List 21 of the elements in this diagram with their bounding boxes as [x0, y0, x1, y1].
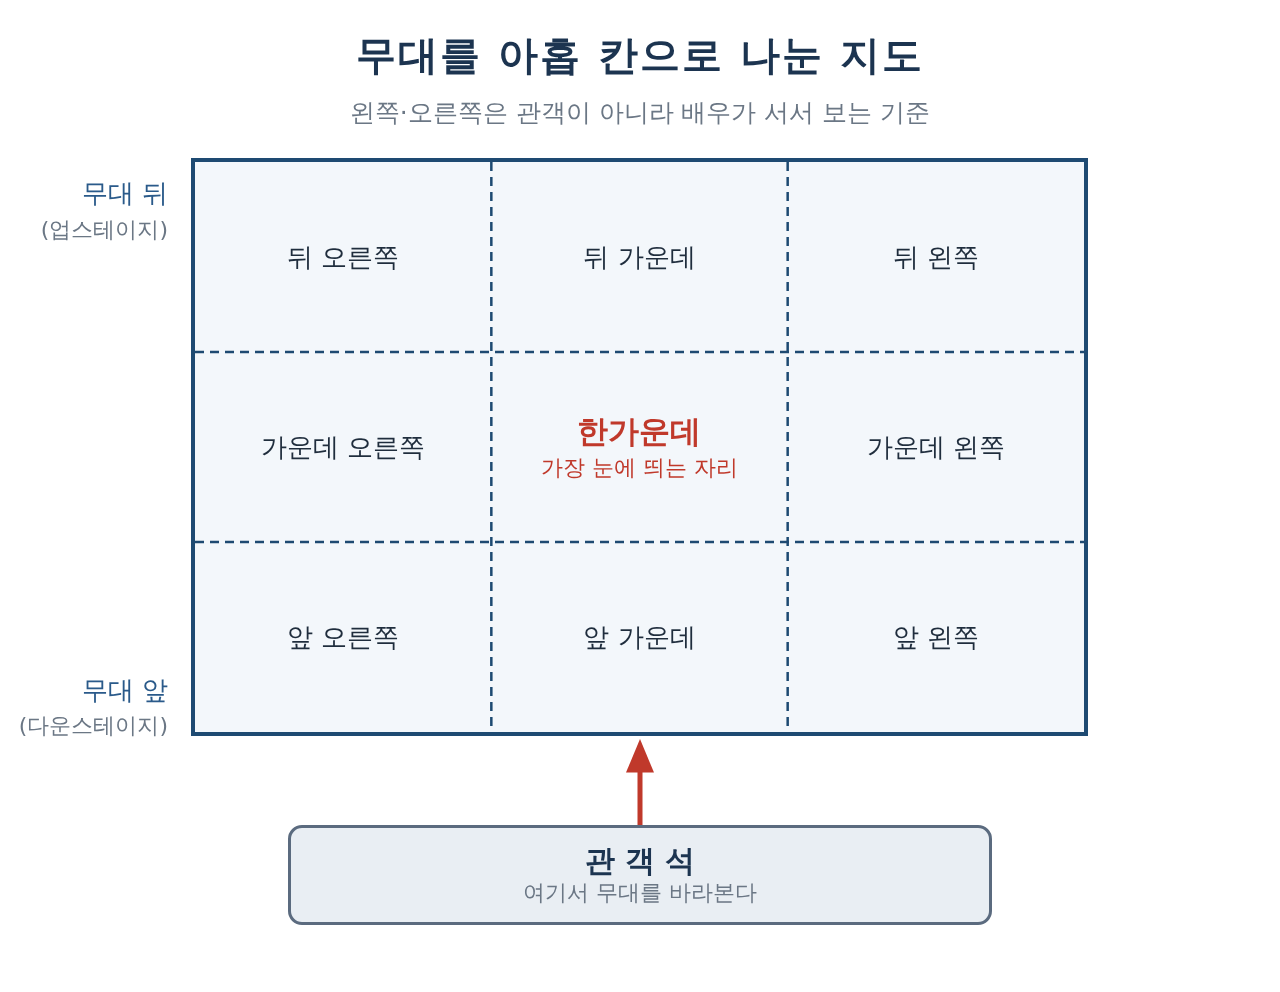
side-note: (다운스테이지) — [18, 712, 168, 740]
side-label: 무대 앞 — [81, 674, 168, 706]
cell-heading: 한가운데 — [577, 412, 702, 450]
cell-label: 앞 가운데 — [583, 621, 696, 653]
audience-note: 여기서 무대를 바라본다 — [523, 879, 757, 907]
diagram-title: 무대를 아홉 칸으로 나눈 지도 — [356, 31, 924, 80]
arrow — [626, 739, 654, 825]
cell-label: 뒤 오른쪽 — [287, 241, 400, 273]
cell-label: 뒤 가운데 — [583, 241, 696, 273]
stage-grid — [191, 158, 1088, 736]
cell-label: 앞 오른쪽 — [287, 621, 400, 653]
cell-label: 가운데 왼쪽 — [866, 431, 1005, 463]
cell-label: 뒤 왼쪽 — [892, 241, 979, 273]
cell-label: 가운데 오른쪽 — [261, 431, 426, 463]
cell-note: 가장 눈에 띄는 자리 — [541, 454, 738, 482]
audience-box — [288, 825, 992, 925]
cell-label: 앞 왼쪽 — [892, 621, 979, 653]
subtitle: 왼쪽·오른쪽은 관객이 아니라 배우가 서서 보는 기준 — [349, 98, 931, 128]
audience-heading: 관 객 석 — [584, 843, 696, 879]
side-label: 무대 뒤 — [81, 177, 168, 209]
side-note: (업스테이지) — [40, 216, 168, 244]
